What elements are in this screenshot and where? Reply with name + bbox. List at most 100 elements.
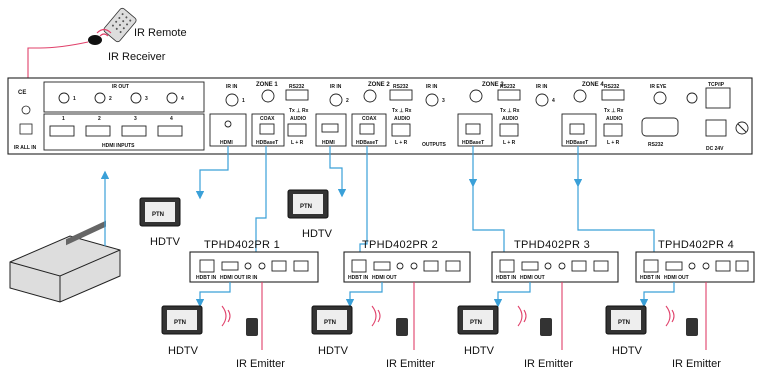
svg-text:IR IN: IR IN bbox=[330, 84, 342, 90]
svg-text:ZONE 2: ZONE 2 bbox=[368, 82, 390, 88]
matrix-unit: CE IR ALL IN IR OUT 1 2 3 4 1 2 3 4 HDMI… bbox=[7, 77, 753, 155]
ir-receiver-icon bbox=[88, 35, 102, 45]
svg-text:RS232: RS232 bbox=[500, 84, 516, 90]
receiver-2-hdmi-cable bbox=[345, 282, 383, 308]
zone1-hdmi-cable bbox=[195, 146, 229, 200]
svg-text:1: 1 bbox=[242, 98, 245, 104]
svg-text:IR IN: IR IN bbox=[246, 275, 258, 281]
svg-text:HDTV: HDTV bbox=[318, 345, 349, 357]
svg-text:1: 1 bbox=[62, 116, 65, 122]
svg-text:Tx ⊥ Rx: Tx ⊥ Rx bbox=[392, 108, 412, 114]
zone-4-panel: IR IN 4 ZONE 4 RS232 Tx ⊥ Rx HDBaseT AUD… bbox=[535, 82, 625, 147]
svg-text:HDMI OUT: HDMI OUT bbox=[664, 275, 689, 281]
zone2-hdbaset-cable bbox=[359, 146, 368, 258]
svg-text:CE: CE bbox=[18, 90, 26, 96]
zone-2-panel: IR IN 2 ZONE 2 RS232 Tx ⊥ Rx HDMI COAX H… bbox=[315, 82, 413, 147]
receiver-4-name: TPHD402PR 4 bbox=[658, 239, 734, 251]
receiver-1-hdmi-cable bbox=[195, 282, 231, 308]
svg-text:L + R: L + R bbox=[395, 140, 408, 146]
svg-text:IR Emitter: IR Emitter bbox=[672, 358, 721, 370]
outputs-label: OUTPUTS bbox=[422, 142, 447, 148]
svg-text:HDBaseT: HDBaseT bbox=[356, 140, 378, 146]
svg-text:HDTV: HDTV bbox=[302, 228, 333, 240]
svg-text:DC 24V: DC 24V bbox=[706, 146, 724, 152]
svg-text:AUDIO: AUDIO bbox=[394, 116, 410, 122]
svg-text:HDMI: HDMI bbox=[322, 140, 335, 146]
ir-receiver-label: IR Receiver bbox=[108, 51, 166, 63]
svg-text:IR OUT: IR OUT bbox=[112, 84, 129, 90]
svg-text:IR EYE: IR EYE bbox=[650, 84, 667, 90]
svg-text:2: 2 bbox=[109, 96, 112, 102]
svg-text:AUDIO: AUDIO bbox=[290, 116, 306, 122]
zone-1-panel: IR IN 1 ZONE 1 RS232 Tx ⊥ Rx HDMI COAX H… bbox=[209, 82, 309, 147]
ir-remote-icon bbox=[103, 7, 137, 43]
svg-text:RS232: RS232 bbox=[648, 142, 664, 148]
receiver-3-name: TPHD402PR 3 bbox=[514, 239, 590, 251]
ir-remote-label: IR Remote bbox=[134, 27, 187, 39]
receiver-2: TPHD402PR 2 HDBT IN HDMI OUT bbox=[343, 239, 471, 283]
svg-text:IR ALL IN: IR ALL IN bbox=[14, 145, 37, 151]
svg-text:IR IN: IR IN bbox=[426, 84, 438, 90]
svg-text:PTN: PTN bbox=[470, 320, 482, 326]
svg-text:ZONE 3: ZONE 3 bbox=[482, 82, 504, 88]
svg-text:IR Emitter: IR Emitter bbox=[386, 358, 435, 370]
svg-text:Tx ⊥ Rx: Tx ⊥ Rx bbox=[604, 108, 624, 114]
svg-text:2: 2 bbox=[98, 116, 101, 122]
svg-text:HDBT IN: HDBT IN bbox=[496, 275, 517, 281]
svg-text:HDBT IN: HDBT IN bbox=[640, 275, 661, 281]
svg-text:IR Emitter: IR Emitter bbox=[236, 358, 285, 370]
svg-text:RS232: RS232 bbox=[604, 84, 620, 90]
svg-text:1: 1 bbox=[73, 96, 76, 102]
zone-3-panel: IR IN 3 ZONE 3 RS232 Tx ⊥ Rx HDBaseT AUD… bbox=[425, 82, 521, 147]
svg-text:3: 3 bbox=[442, 98, 445, 104]
svg-text:Tx ⊥ Rx: Tx ⊥ Rx bbox=[289, 108, 309, 114]
svg-text:4: 4 bbox=[552, 98, 555, 104]
svg-text:AUDIO: AUDIO bbox=[502, 116, 518, 122]
receiver-1: TPHD402PR 1 HDBT IN HDMI OUT IR IN bbox=[189, 239, 319, 283]
svg-text:HDMI: HDMI bbox=[220, 140, 233, 146]
hdtv-bottom-4: PTN HDTV bbox=[605, 305, 647, 357]
zone4-hdbaset-cable bbox=[577, 186, 655, 258]
svg-text:COAX: COAX bbox=[260, 116, 275, 122]
svg-text:HDBT IN: HDBT IN bbox=[196, 275, 217, 281]
svg-text:PTN: PTN bbox=[324, 320, 336, 326]
svg-text:HDMI OUT: HDMI OUT bbox=[220, 275, 245, 281]
receiver-3-hdmi-cable bbox=[493, 282, 531, 308]
svg-text:PTN: PTN bbox=[300, 204, 312, 210]
svg-text:HDMI OUT: HDMI OUT bbox=[520, 275, 545, 281]
svg-text:HDMI OUT: HDMI OUT bbox=[372, 275, 397, 281]
ir-emitter-1-icon: IR Emitter bbox=[221, 282, 285, 370]
svg-text:HDBT IN: HDBT IN bbox=[348, 275, 369, 281]
ir-all-in-port: CE IR ALL IN bbox=[14, 90, 37, 151]
ir-emitter-3-icon: IR Emitter bbox=[517, 282, 573, 370]
svg-text:4: 4 bbox=[181, 96, 184, 102]
ir-emitter-2-icon: IR Emitter bbox=[371, 282, 435, 370]
svg-text:PTN: PTN bbox=[152, 212, 164, 218]
svg-text:HDTV: HDTV bbox=[150, 236, 181, 248]
svg-text:ZONE 4: ZONE 4 bbox=[582, 82, 604, 88]
svg-text:HDTV: HDTV bbox=[612, 345, 643, 357]
svg-text:ZONE 1: ZONE 1 bbox=[256, 82, 278, 88]
ir-out-panel: IR OUT 1 2 3 4 bbox=[43, 81, 205, 113]
ir-signal-icon bbox=[96, 28, 112, 37]
zone1-hdbaset-cable bbox=[255, 146, 267, 258]
svg-text:AUDIO: AUDIO bbox=[606, 116, 622, 122]
svg-text:3: 3 bbox=[145, 96, 148, 102]
svg-text:COAX: COAX bbox=[362, 116, 377, 122]
svg-text:Tx ⊥ Rx: Tx ⊥ Rx bbox=[500, 108, 520, 114]
svg-text:L + R: L + R bbox=[291, 140, 304, 146]
svg-text:2: 2 bbox=[346, 98, 349, 104]
svg-text:L + R: L + R bbox=[503, 140, 516, 146]
svg-text:HDBaseT: HDBaseT bbox=[256, 140, 278, 146]
source-player-icon bbox=[9, 220, 121, 303]
svg-text:HDBaseT: HDBaseT bbox=[566, 140, 588, 146]
hdtv-zone1: PTN HDTV bbox=[139, 197, 181, 248]
ir-receiver-cable bbox=[27, 41, 89, 78]
svg-text:IR IN: IR IN bbox=[226, 84, 238, 90]
svg-text:RS232: RS232 bbox=[289, 84, 305, 90]
svg-text:HDMI INPUTS: HDMI INPUTS bbox=[102, 143, 135, 149]
hdtv-bottom-2: PTN HDTV bbox=[311, 305, 353, 357]
hdtv-zone2: PTN HDTV bbox=[287, 189, 333, 240]
svg-text:4: 4 bbox=[170, 116, 173, 122]
